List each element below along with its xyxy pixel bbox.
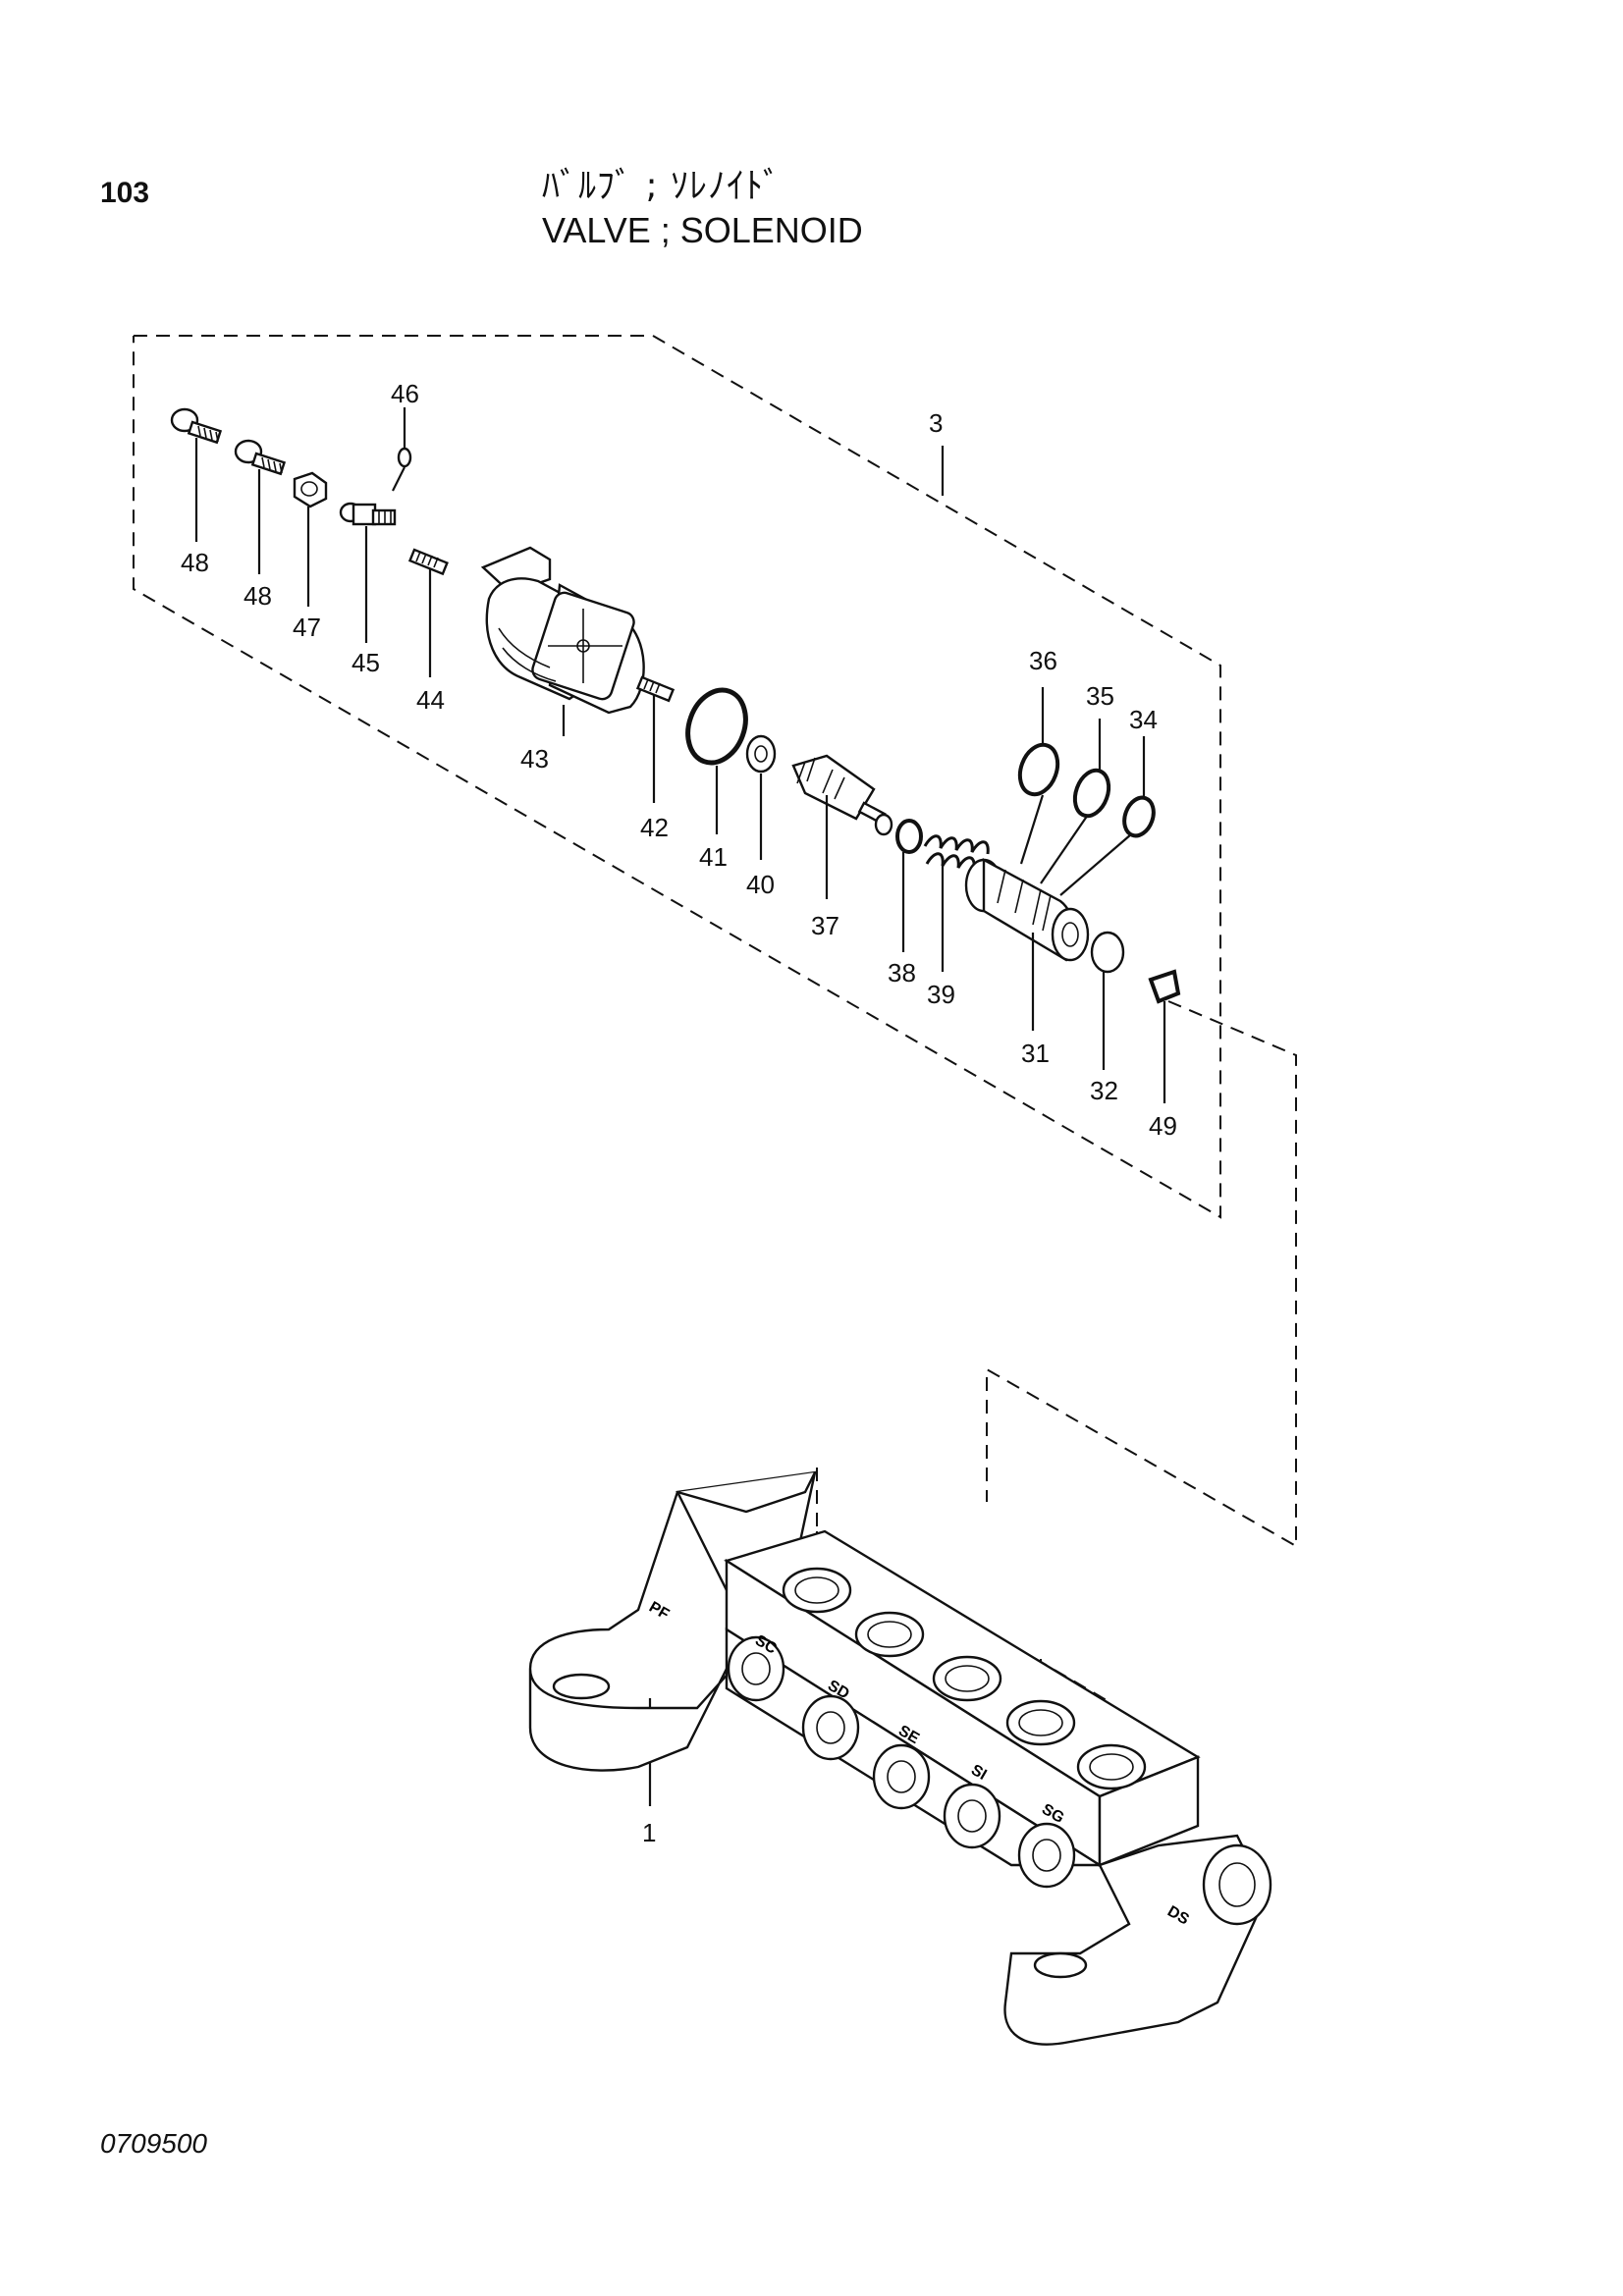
solenoid-43 — [480, 546, 645, 715]
callout-35: 35 — [1086, 681, 1114, 711]
port-label-pf: PF — [646, 1599, 672, 1624]
o-ring-46 — [397, 447, 412, 468]
callout-47: 47 — [293, 613, 321, 642]
retaining-ring-49 — [1148, 969, 1181, 1004]
page-number: 103 — [100, 177, 150, 209]
washer-40 — [745, 734, 777, 774]
o-ring-41 — [685, 687, 748, 766]
callout-39: 39 — [927, 980, 955, 1009]
bolt-48-b — [234, 439, 287, 476]
callout-45: 45 — [352, 648, 380, 677]
assembly-boundary — [133, 335, 1221, 1219]
callout-48-a: 48 — [181, 548, 209, 577]
spring-pin-42 — [635, 675, 676, 703]
o-ring-35 — [1072, 768, 1111, 819]
screw-45 — [339, 502, 397, 526]
spring-pin-44 — [407, 548, 449, 576]
callout-49: 49 — [1149, 1111, 1177, 1141]
document-code: 0709500 — [100, 2128, 208, 2159]
title-japanese: ﾊﾞﾙﾌﾞ ; ｿﾚﾉｲﾄﾞ — [542, 166, 783, 206]
callout-43: 43 — [520, 744, 549, 774]
manifold-body — [528, 1470, 1272, 2046]
callout-42: 42 — [640, 813, 669, 842]
bolt-48-a — [170, 407, 223, 445]
callout-32: 32 — [1090, 1076, 1118, 1105]
spring-39 — [923, 834, 990, 871]
callout-3: 3 — [929, 408, 943, 438]
plug-32 — [1090, 931, 1125, 974]
callout-40: 40 — [746, 870, 775, 899]
nut-47 — [293, 471, 328, 508]
leader-lines — [194, 407, 1166, 1806]
port-label-si: SI — [968, 1762, 990, 1784]
title-english: VALVE ; SOLENOID — [542, 210, 863, 250]
o-ring-36 — [1017, 742, 1060, 797]
callout-41: 41 — [699, 842, 728, 872]
callout-48-b: 48 — [243, 581, 272, 611]
callout-1: 1 — [642, 1818, 656, 1847]
spool-37 — [791, 754, 893, 836]
callout-38: 38 — [888, 958, 916, 988]
o-ring-34 — [1122, 795, 1156, 838]
callout-44: 44 — [416, 685, 445, 715]
callout-37: 37 — [811, 911, 839, 940]
callout-34: 34 — [1129, 705, 1158, 734]
sleeve-31 — [964, 857, 1090, 962]
callout-36: 36 — [1029, 646, 1057, 675]
o-ring-38 — [895, 819, 923, 854]
callout-31: 31 — [1021, 1039, 1050, 1068]
callout-46: 46 — [391, 379, 419, 408]
